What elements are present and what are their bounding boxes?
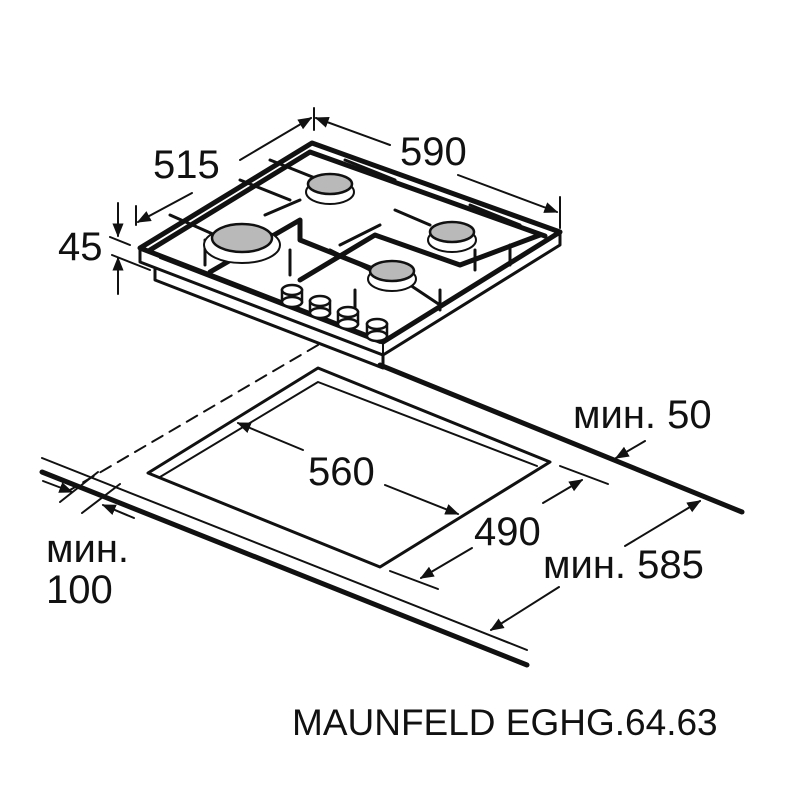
pan-supports — [147, 149, 548, 312]
depth-label: 515 — [153, 143, 220, 187]
cutout-width-label: 560 — [308, 450, 375, 494]
hob-illustration — [137, 140, 563, 370]
burner-rear-right — [427, 220, 477, 253]
width-label: 590 — [400, 130, 467, 174]
dimension-45: 45 — [58, 202, 151, 295]
cutout-inner-edge — [159, 381, 538, 478]
cutout-outer — [146, 366, 552, 569]
knob-1 — [280, 283, 304, 309]
knob-3 — [336, 305, 360, 331]
height-label: 45 — [58, 225, 103, 269]
countertop-front-bottom-edge — [39, 469, 530, 668]
min-front-label-line2: 100 — [46, 568, 113, 612]
control-knobs — [280, 283, 389, 343]
min-front-label-line1: мин. — [46, 527, 129, 571]
countertop-back-edge — [377, 362, 745, 515]
projection-dashed-line — [69, 344, 319, 491]
dimension-min-585: мин. 585 — [489, 500, 704, 631]
control-strip — [159, 257, 381, 344]
dimension-490: 490 — [389, 465, 609, 590]
dimension-min-50: мин. 50 — [573, 393, 712, 459]
dimension-515: 515 — [135, 117, 313, 226]
knob-2 — [308, 294, 332, 320]
dimension-590: 590 — [313, 107, 561, 229]
dimension-560: 560 — [236, 422, 460, 515]
knob-4 — [365, 317, 389, 343]
min-back-label: мин. 50 — [573, 393, 712, 437]
burner-front-right — [367, 259, 417, 292]
burner-large — [203, 222, 281, 264]
countertop — [39, 344, 745, 668]
hob-base-edge — [153, 266, 385, 370]
model-title: MAUNFELD EGHG.64.63 — [292, 702, 718, 743]
cutout — [146, 366, 552, 569]
min-depth-label: мин. 585 — [543, 543, 704, 587]
dimension-min-100: мин. 100 — [42, 471, 135, 612]
countertop-front-top-edge — [41, 457, 528, 651]
burner-rear-left — [305, 172, 355, 205]
cutout-depth-label: 490 — [474, 510, 541, 554]
